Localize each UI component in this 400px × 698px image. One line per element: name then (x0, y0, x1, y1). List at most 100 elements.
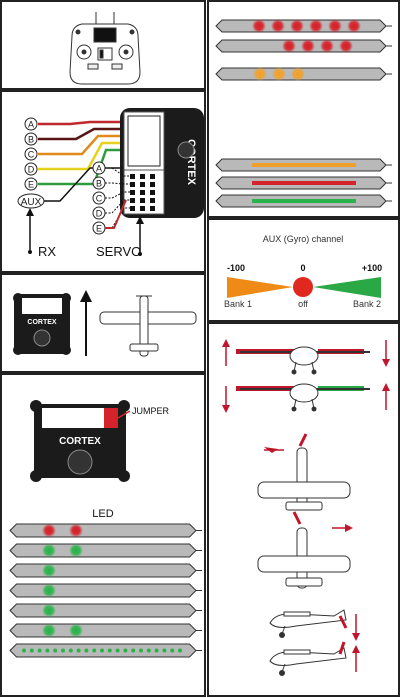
pitch-view-1 (269, 609, 360, 641)
jumper-label: JUMPER (132, 406, 170, 416)
aux-left-value: -100 (227, 263, 245, 273)
red-led-icon (320, 39, 334, 53)
green-led-icon (61, 648, 65, 653)
red-led-icon (339, 39, 353, 53)
servo-wire (105, 191, 130, 199)
orange-led-bar (252, 163, 356, 167)
green-led-icon (170, 648, 175, 653)
red-led-icon (252, 19, 266, 33)
aux-port-label: AUX (21, 197, 42, 208)
aux-gyro-diagram: AUX (Gyro) channel -100 0 +100 Bank 1 of… (224, 234, 382, 309)
rx-port-circle (24, 117, 38, 131)
panel-aux-gyro (207, 218, 400, 322)
rx-port-label: E (28, 180, 34, 190)
green-led-icon (53, 648, 58, 653)
servo-pin (140, 182, 145, 187)
cortex-logo-icon (177, 141, 195, 159)
servo-port-label: E (96, 224, 102, 234)
arrow-right-icon (345, 524, 353, 532)
arrow-up-icon (222, 339, 230, 347)
green-led-icon (100, 648, 104, 653)
aux-right-label: Bank 2 (353, 299, 381, 309)
aux-center-value: 0 (300, 263, 305, 273)
led-strip-bar (215, 194, 392, 208)
arrow-up-icon (352, 645, 360, 653)
green-led-icon (42, 603, 56, 618)
panel-led-strips (207, 0, 400, 218)
bank1-wedge (227, 277, 293, 298)
rx-port-label: A (28, 120, 34, 130)
green-led-icon (131, 648, 136, 653)
led-strip-right (215, 19, 392, 33)
red-led-icon (69, 523, 83, 538)
red-led-icon (309, 19, 323, 33)
green-led-icon (22, 648, 26, 653)
servo-pin (150, 198, 155, 203)
panel-wiring (0, 90, 206, 273)
green-led-icon (37, 648, 42, 653)
panel-orientation (0, 273, 206, 373)
cortex-logo-icon (33, 329, 51, 347)
jumper-pointer (117, 410, 131, 419)
led-strips-top (215, 19, 392, 81)
servo-wire (105, 182, 130, 185)
cortex-logo-icon (67, 449, 93, 475)
led-state-row (9, 623, 202, 638)
servo-pin (130, 198, 135, 203)
green-led-icon (29, 648, 34, 653)
forward-arrow-icon (80, 290, 92, 356)
pitch-view-2 (269, 641, 360, 676)
led-strip-right (215, 67, 392, 81)
green-led-icon (123, 648, 128, 653)
aux-right-value: +100 (362, 263, 382, 273)
green-led-icon (84, 648, 89, 653)
led-state-row (9, 643, 202, 658)
servo-pin (150, 174, 155, 179)
servo-pin (140, 174, 145, 179)
red-led-icon (301, 39, 315, 53)
rx-wire (38, 134, 124, 156)
red-led-icon (347, 19, 361, 33)
led-strip-right (215, 39, 392, 53)
yaw-view-1 (257, 433, 351, 511)
green-led-icon (42, 583, 56, 598)
orientation-diagram: CORTEX (13, 290, 197, 357)
rx-wire (38, 127, 124, 141)
servo-wire (105, 199, 130, 214)
jumper-diagram: CORTEX JUMPER (30, 400, 170, 482)
led-state-row (9, 583, 202, 598)
servo-pin (150, 182, 155, 187)
red-led-icon (290, 19, 304, 33)
panel-jumper-led (0, 373, 206, 697)
led-strips-bottom (215, 158, 392, 208)
servo-red-wire (105, 199, 127, 229)
led-state-row (9, 603, 202, 618)
led-state-row (9, 563, 202, 578)
green-led-icon (69, 543, 83, 558)
green-led-icon (115, 648, 120, 653)
rx-port-circle (24, 147, 38, 161)
led-state-row (9, 543, 202, 558)
module-small-brand: CORTEX (27, 319, 57, 326)
green-led-icon (154, 648, 159, 653)
aux-gyro-title: AUX (Gyro) channel (263, 234, 344, 244)
green-led-icon (107, 648, 112, 653)
servo-pin-header (130, 174, 155, 211)
green-led-icon (42, 543, 56, 558)
rx-port-circle (24, 162, 38, 176)
green-led-icon (146, 648, 151, 653)
green-led-bar (252, 199, 356, 203)
green-led-icon (42, 623, 56, 638)
rx-wire (38, 120, 124, 126)
green-led-icon (162, 648, 167, 653)
led-state-rows (9, 523, 202, 658)
red-led-bar (252, 181, 356, 185)
rx-wires (38, 120, 124, 202)
plane-topview-icon (99, 295, 197, 357)
green-led-icon (42, 563, 56, 578)
servo-port-label: B (96, 179, 102, 189)
